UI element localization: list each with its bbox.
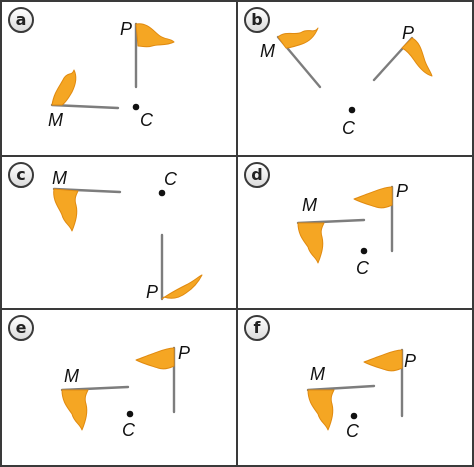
figure-a: M P C: [48, 19, 175, 130]
flag-p-banner: [363, 349, 403, 372]
label-c: C: [122, 420, 136, 440]
figure-b: M P C: [260, 23, 433, 138]
flag-m-banner: [51, 69, 77, 106]
label-p: P: [402, 23, 414, 43]
panel-label-b: b: [244, 7, 270, 33]
flag-m-banner: [61, 389, 89, 431]
label-m: M: [48, 110, 63, 130]
label-m: M: [64, 366, 79, 386]
label-c: C: [164, 169, 178, 189]
flag-p: [135, 346, 176, 414]
flag-m: [276, 27, 322, 89]
label-c: C: [342, 118, 356, 138]
panel-c: c M P C: [0, 155, 238, 310]
flag-m: [60, 385, 130, 431]
flag-m-banner: [277, 27, 319, 49]
flag-p-banner: [353, 186, 393, 209]
label-m: M: [302, 195, 317, 215]
figure-f: M P C: [306, 348, 416, 441]
label-m: M: [260, 41, 275, 61]
flag-p: [160, 233, 203, 301]
figure-d: M P C: [296, 181, 408, 278]
flag-m: [296, 218, 366, 264]
label-p: P: [120, 19, 132, 39]
label-m: M: [52, 168, 67, 188]
flag-p-banner: [401, 37, 433, 77]
flag-m-banner: [297, 222, 325, 264]
flag-m: [50, 69, 120, 110]
flag-m-pole: [50, 103, 120, 110]
flag-p: [134, 22, 175, 89]
point-c: [360, 247, 368, 255]
point-c: [350, 412, 358, 420]
panel-label-f: f: [244, 315, 270, 341]
panel-e: e M P C: [0, 308, 238, 467]
flag-m-banner: [307, 389, 335, 431]
flag-m: [52, 187, 122, 232]
point-c: [348, 106, 356, 114]
flag-p: [363, 348, 404, 418]
point-c: [132, 103, 140, 111]
flag-p-banner: [161, 274, 203, 300]
panel-b: b M P C: [236, 0, 474, 157]
flag-p: [372, 36, 433, 82]
figure-e: M P C: [60, 343, 190, 440]
label-m: M: [310, 364, 325, 384]
label-c: C: [140, 110, 154, 130]
panel-a: a M P C: [0, 0, 238, 157]
flag-m: [306, 384, 376, 431]
panel-label-c: c: [8, 162, 34, 188]
figure-c: M P C: [52, 168, 203, 302]
panel-d: d M P C: [236, 155, 474, 310]
point-c: [158, 189, 166, 197]
panel-f: f M P C: [236, 308, 474, 467]
flag-m-pole: [306, 384, 376, 392]
label-p: P: [396, 181, 408, 201]
label-p: P: [146, 282, 158, 302]
label-c: C: [346, 421, 360, 441]
panel-label-e: e: [8, 315, 34, 341]
point-c: [126, 410, 134, 418]
flag-p-banner: [135, 347, 175, 370]
label-c: C: [356, 258, 370, 278]
panel-label-a: a: [8, 7, 34, 33]
label-p: P: [178, 343, 190, 363]
label-p: P: [404, 351, 416, 371]
flag-p-banner: [135, 23, 175, 48]
flag-m-banner: [53, 188, 79, 232]
panel-label-d: d: [244, 162, 270, 188]
flag-p: [353, 185, 394, 253]
